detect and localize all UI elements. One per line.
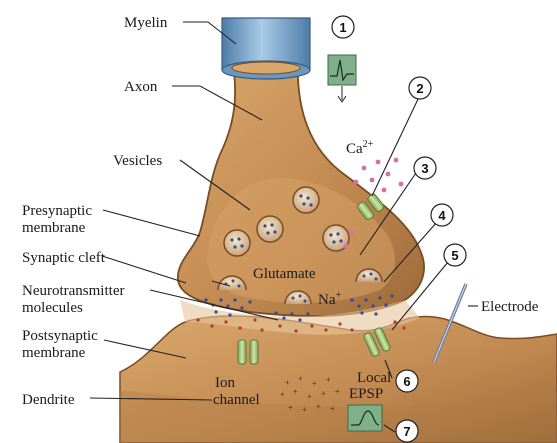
- action-potential-box: [328, 55, 356, 102]
- label-ion-channel-1: Ion: [215, 375, 235, 391]
- label-postsynaptic-1: Postsynaptic: [22, 328, 98, 344]
- svg-text:+: +: [330, 404, 335, 413]
- label-dendrite: Dendrite: [22, 392, 75, 408]
- svg-text:+: +: [293, 387, 298, 396]
- svg-text:+: +: [326, 375, 331, 384]
- step-5: 5: [444, 244, 466, 266]
- step-6: 6: [396, 370, 418, 392]
- label-local-epsp-1: Local: [357, 370, 391, 386]
- label-vesicles: Vesicles: [113, 153, 162, 169]
- vesicle: [293, 187, 319, 213]
- svg-text:+: +: [335, 387, 340, 396]
- label-postsynaptic-2: membrane: [22, 345, 86, 361]
- svg-text:4: 4: [438, 208, 446, 223]
- label-neurotransmitter-1: Neurotransmitter: [22, 283, 124, 299]
- svg-text:+: +: [307, 392, 312, 401]
- epsp-box: [348, 405, 382, 431]
- vesicle: [257, 216, 283, 242]
- label-myelin: Myelin: [124, 15, 168, 31]
- label-glutamate: Glutamate: [253, 266, 316, 282]
- step-2: 2: [409, 77, 431, 99]
- svg-text:+: +: [312, 379, 317, 388]
- svg-text:+: +: [298, 374, 303, 383]
- svg-text:6: 6: [403, 374, 410, 389]
- label-local-epsp-2: EPSP: [349, 386, 383, 402]
- label-presynaptic-2: membrane: [22, 220, 86, 236]
- label-synaptic-cleft: Synaptic cleft: [22, 250, 106, 266]
- step-1: 1: [332, 16, 354, 38]
- svg-text:7: 7: [403, 424, 410, 439]
- svg-text:1: 1: [339, 20, 346, 35]
- svg-text:3: 3: [421, 161, 428, 176]
- step-3: 3: [414, 157, 436, 179]
- svg-text:+: +: [321, 389, 326, 398]
- svg-text:+: +: [288, 403, 293, 412]
- label-calcium: Ca2+: [346, 139, 374, 157]
- myelin-sheath: [222, 18, 310, 79]
- label-axon: Axon: [124, 79, 158, 95]
- svg-text:+: +: [316, 402, 321, 411]
- svg-text:+: +: [285, 378, 290, 387]
- svg-text:+: +: [302, 405, 307, 414]
- svg-text:5: 5: [451, 248, 458, 263]
- label-ion-channel-2: channel: [213, 392, 260, 408]
- step-4: 4: [431, 204, 453, 226]
- svg-text:2: 2: [416, 81, 423, 96]
- step-7: 7: [396, 420, 418, 442]
- svg-text:+: +: [280, 390, 285, 399]
- vesicle: [224, 230, 250, 256]
- label-presynaptic-1: Presynaptic: [22, 203, 92, 219]
- label-electrode: Electrode: [481, 299, 539, 315]
- label-neurotransmitter-2: molecules: [22, 300, 83, 316]
